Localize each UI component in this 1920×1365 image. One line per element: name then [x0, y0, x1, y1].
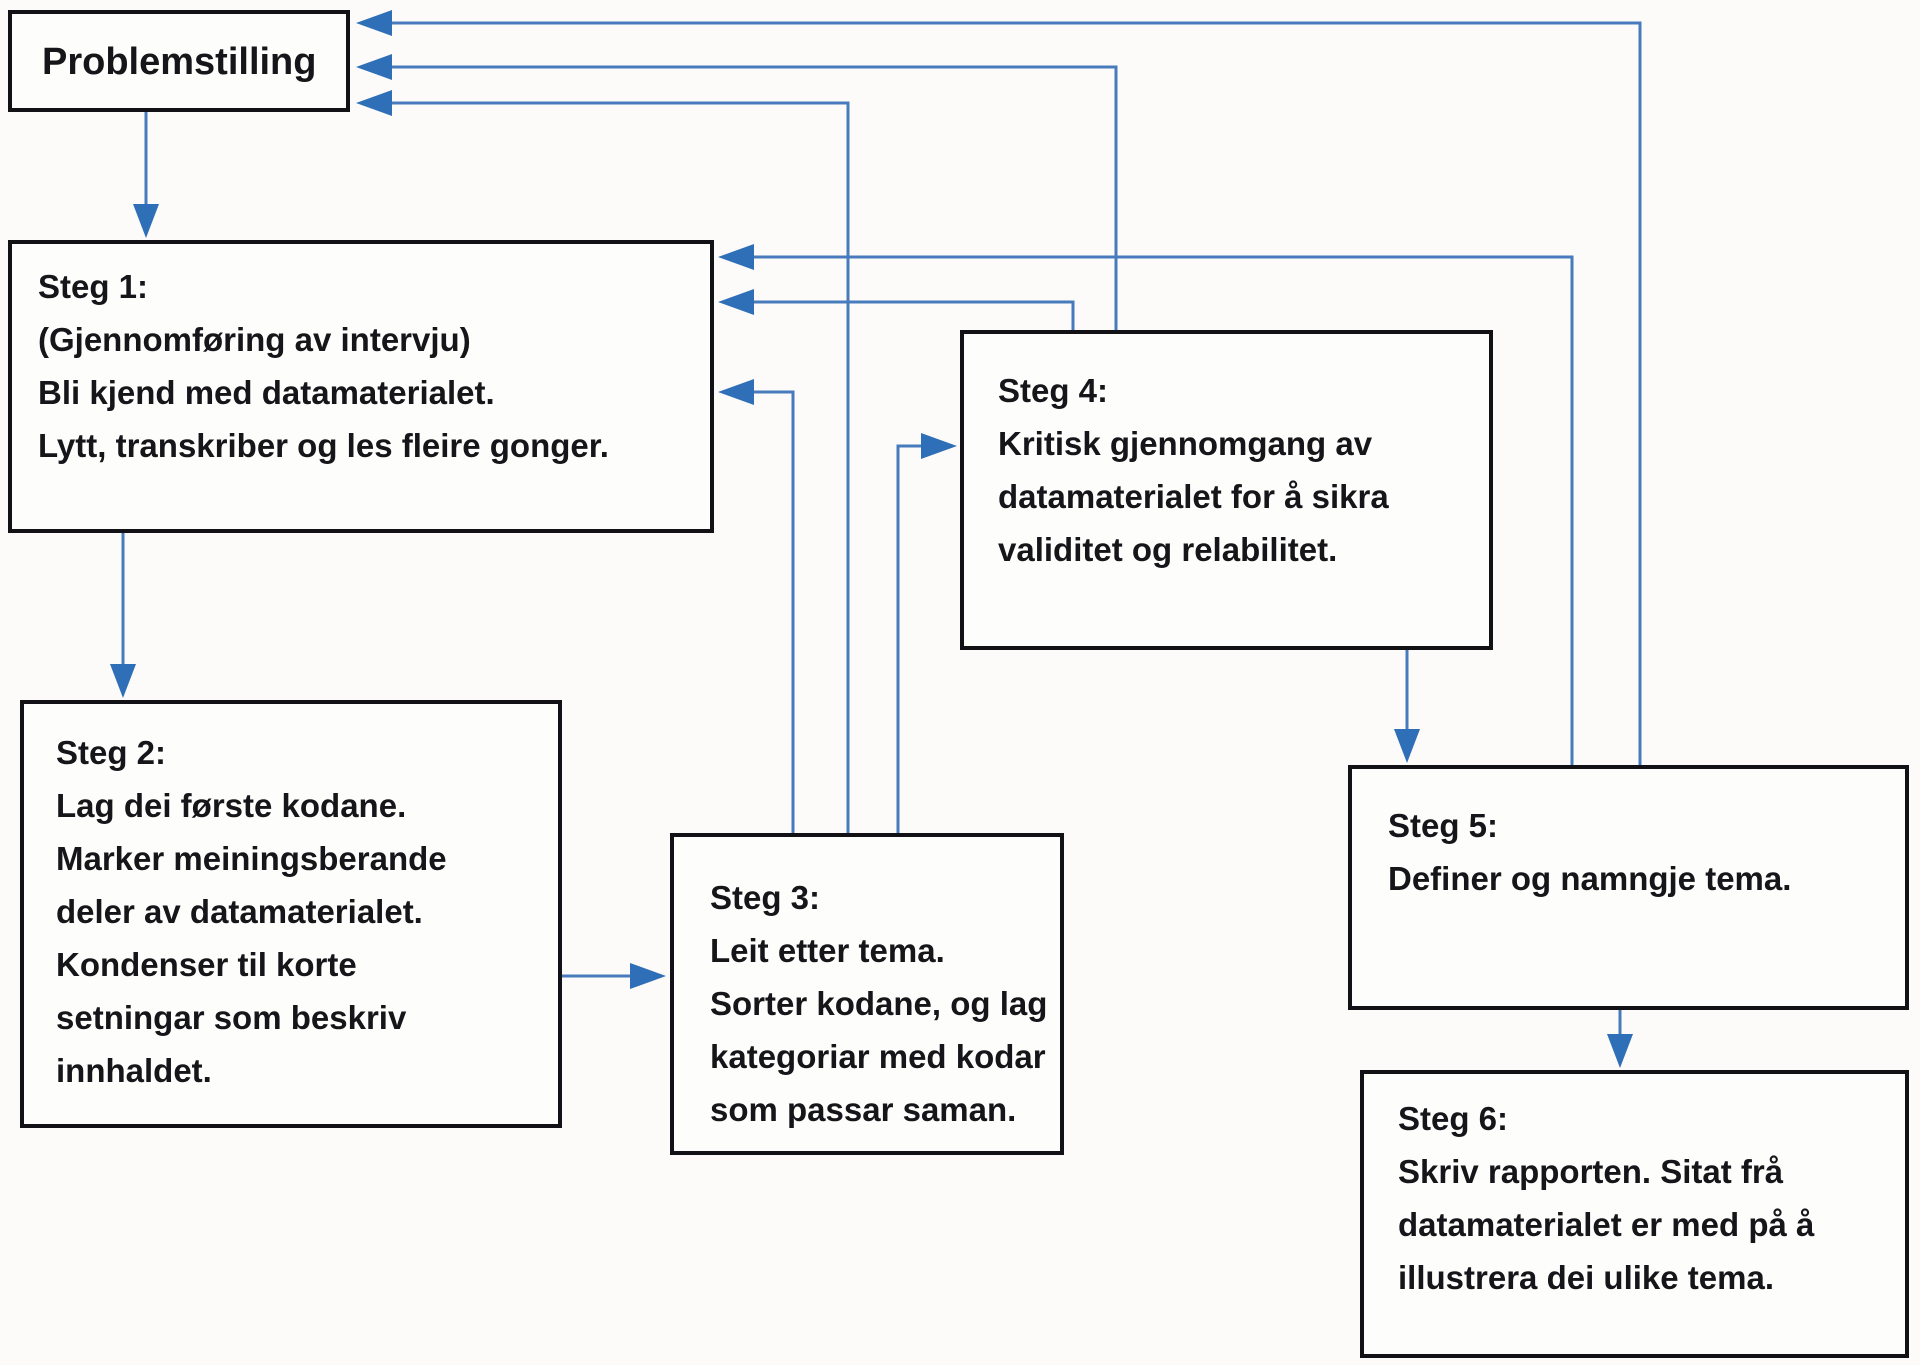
problemstilling-label: Problemstilling [42, 41, 317, 83]
steg2-box: Steg 2: Lag dei første kodane. Marker me… [20, 700, 562, 1128]
arrow-steg1-to-steg2 [110, 533, 136, 698]
arrow-steg3-to-problemstilling-feedback [356, 90, 850, 833]
steg3-title: Steg 3: [710, 879, 821, 916]
steg5-text-line: Definer og namngje tema. [1388, 860, 1792, 897]
steg3-text-line: Sorter kodane, og lag [710, 985, 1048, 1022]
steg1-box: Steg 1: (Gjennomføring av intervju) Bli … [8, 240, 714, 533]
steg6-title: Steg 6: [1398, 1100, 1509, 1137]
steg6-box: Steg 6: Skriv rapporten. Sitat frå datam… [1360, 1070, 1909, 1358]
steg4-text-line: datamaterialet for å sikra [998, 478, 1389, 515]
steg6-text-line: Skriv rapporten. Sitat frå [1398, 1153, 1784, 1190]
arrow-steg4-to-steg5 [1394, 650, 1420, 763]
arrow-steg5-to-steg1-feedback [718, 244, 1574, 765]
steg2-text-line: setningar som beskriv [56, 999, 407, 1036]
arrow-problemstilling-to-steg1 [133, 112, 159, 238]
steg3-text-line: som passar saman. [710, 1091, 1017, 1128]
arrow-steg5-to-problemstilling-feedback [356, 10, 1642, 765]
steg4-box: Steg 4: Kritisk gjennomgang av datamater… [960, 330, 1493, 650]
arrow-steg3-to-steg1-feedback [718, 379, 795, 833]
steg1-title: Steg 1: [38, 268, 149, 305]
arrow-steg5-to-steg6 [1607, 1010, 1633, 1068]
steg2-text-line: innhaldet. [56, 1052, 212, 1089]
steg4-text-line: Kritisk gjennomgang av [998, 425, 1373, 462]
steg3-text-line: Leit etter tema. [710, 932, 945, 969]
arrow-steg4-to-problemstilling-feedback [356, 54, 1118, 330]
arrow-steg3-to-steg4 [896, 433, 957, 833]
arrow-steg4-to-steg1-feedback [718, 289, 1075, 330]
steg1-text-line: (Gjennomføring av intervju) [38, 321, 471, 358]
steg1-text-line: Bli kjend med datamaterialet. [38, 374, 495, 411]
steg6-text-line: illustrera dei ulike tema. [1398, 1259, 1774, 1296]
steg3-box: Steg 3: Leit etter tema. Sorter kodane, … [670, 833, 1064, 1155]
steg3-text-line: kategoriar med kodar [710, 1038, 1046, 1075]
steg5-box: Steg 5: Definer og namngje tema. [1348, 765, 1909, 1010]
steg2-text-line: Marker meiningsberande [56, 840, 447, 877]
steg1-text-line: Lytt, transkriber og les fleire gonger. [38, 427, 609, 464]
steg6-text-line: datamaterialet er med på å [1398, 1206, 1815, 1243]
steg5-title: Steg 5: [1388, 807, 1499, 844]
problemstilling-box: Problemstilling [8, 10, 350, 112]
steg2-text-line: deler av datamaterialet. [56, 893, 423, 930]
steg2-text-line: Kondenser til korte [56, 946, 357, 983]
steg4-title: Steg 4: [998, 372, 1109, 409]
steg4-text-line: validitet og relabilitet. [998, 531, 1338, 568]
arrow-steg2-to-steg3 [562, 963, 666, 989]
steg2-text-line: Lag dei første kodane. [56, 787, 407, 824]
steg2-title: Steg 2: [56, 734, 167, 771]
